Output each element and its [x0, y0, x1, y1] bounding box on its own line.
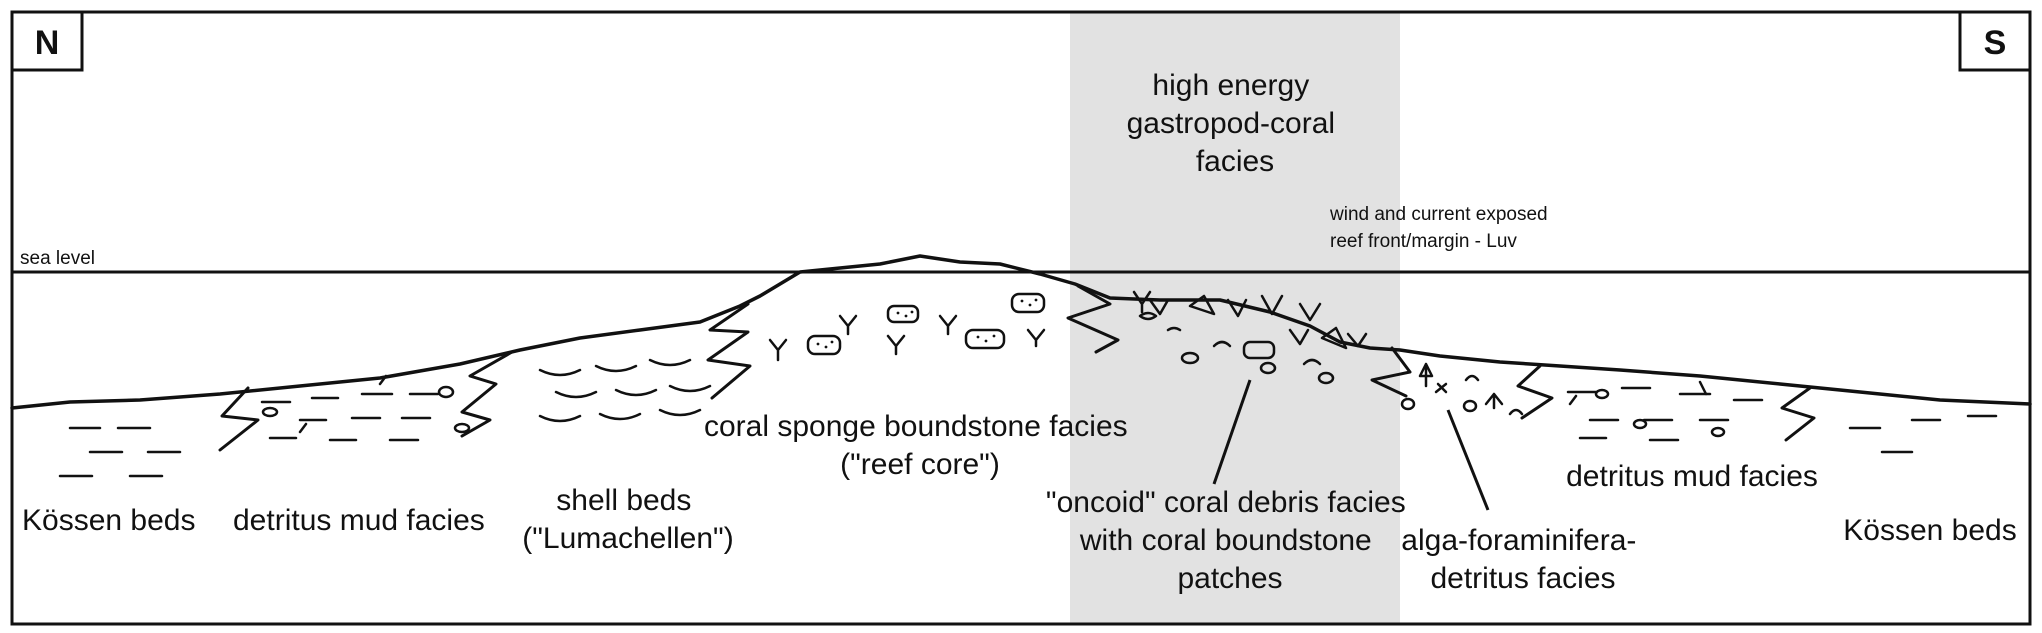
sea-level-label: sea level — [20, 248, 95, 269]
oncoid-texture — [1132, 290, 1368, 385]
shell-beds-texture — [538, 358, 712, 423]
north-box: N — [10, 10, 84, 72]
boundary-detritus-kossen-right — [1780, 386, 1816, 442]
kossen-right-label: Kössen beds — [1843, 514, 2016, 547]
kossen-left-texture — [58, 426, 182, 478]
high-energy-band — [1070, 12, 1400, 624]
south-label: S — [1984, 24, 2007, 62]
boundary-alga-detritus — [1516, 364, 1554, 420]
south-box: S — [1958, 10, 2032, 72]
boundary-oncoid-alga — [1370, 346, 1412, 398]
oncoid-label: "oncoid" coral debris facies with coral … — [1046, 486, 1414, 595]
reef-profile — [10, 254, 2032, 410]
alga-label: alga-foraminifera- detritus facies — [1401, 524, 1644, 595]
high-energy-label: high energy gastropod-coral facies — [1127, 69, 1344, 178]
boundary-kossen-detritus-left — [218, 386, 260, 452]
kossen-left-label: Kössen beds — [22, 504, 195, 537]
boundary-detritus-shell — [460, 350, 514, 438]
shell-beds-label: shell beds ("Lumachellen") — [522, 484, 733, 555]
reef-core-label: coral sponge boundstone facies ("reef co… — [704, 410, 1136, 481]
detritus-left-texture — [260, 374, 471, 442]
boundary-shell-core — [706, 302, 752, 400]
alga-leader-line — [1446, 409, 1490, 511]
boundary-core-oncoid — [1066, 284, 1120, 354]
exposed-margin-label: wind and current exposed reef front/marg… — [1329, 204, 1553, 252]
alga-texture — [1400, 362, 1524, 416]
north-label: N — [35, 24, 60, 62]
diagram-frame — [10, 10, 2032, 626]
detritus-left-label: detritus mud facies — [233, 504, 485, 537]
detritus-right-texture — [1566, 380, 1764, 442]
reef-core-stipple — [816, 298, 1038, 349]
oncoid-leader-line — [1212, 379, 1252, 485]
kossen-right-texture — [1848, 414, 1998, 454]
detritus-right-label: detritus mud facies — [1566, 460, 1818, 493]
reef-core-texture — [768, 292, 1046, 362]
